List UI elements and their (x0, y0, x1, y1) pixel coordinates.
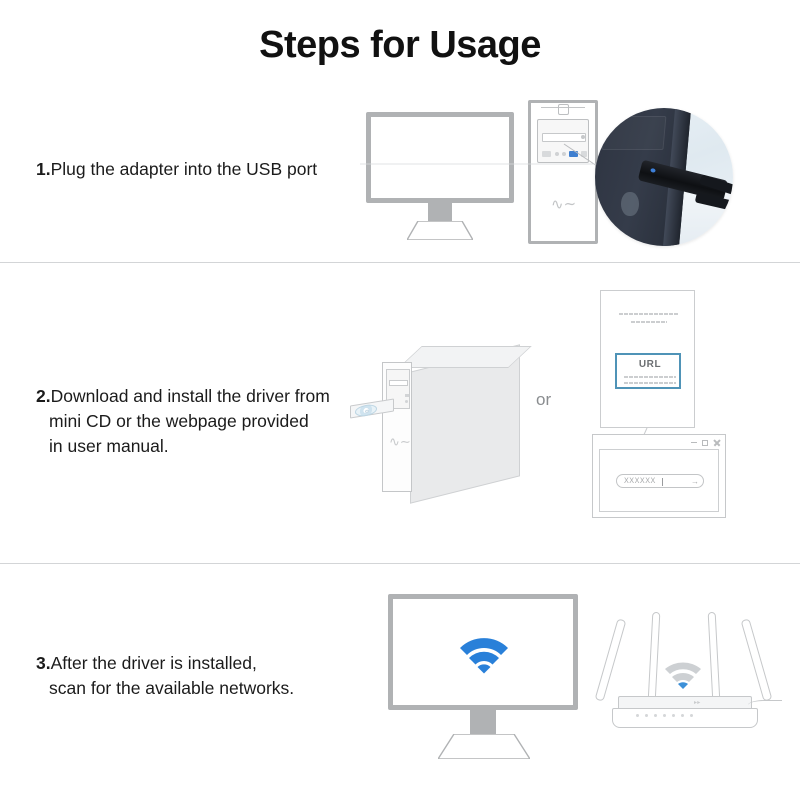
tower-3d-drive-bay (386, 369, 410, 409)
usb-port-highlighted (569, 151, 578, 157)
step-3-line-2: scan for the available networks. (49, 678, 295, 698)
router-cable (748, 700, 782, 710)
tower-3d-button-2 (405, 400, 408, 403)
front-port-audio (542, 151, 551, 157)
section-divider-1 (0, 262, 800, 263)
cd-drive-slot (542, 133, 586, 142)
router-led (663, 714, 666, 717)
router-led-indicators (636, 714, 693, 717)
manual-text-line-1 (619, 313, 679, 315)
monitor-neck (428, 203, 452, 221)
go-arrow-icon[interactable]: → (691, 477, 699, 486)
step-1-text: 1.Plug the adapter into the USB port (36, 157, 317, 182)
tower-top-icon (558, 104, 569, 115)
router-antenna-3 (707, 611, 721, 703)
router-antenna-4 (740, 618, 773, 702)
maximize-icon[interactable] (702, 439, 708, 446)
section-divider-2 (0, 563, 800, 564)
step-2-illustration: ∿∼ or URL (350, 290, 780, 555)
router-led (645, 714, 648, 717)
tower-3d-button-1 (405, 394, 409, 397)
router-antenna-1 (594, 618, 627, 702)
step-2-line-1: Download and install the driver from (50, 386, 330, 406)
usb-closeup-photo (595, 108, 733, 246)
step-2-number: 2. (36, 386, 51, 406)
pc-tower: ∿∼ (528, 100, 598, 244)
text-caret (662, 478, 663, 486)
photo-adapter-led (650, 167, 656, 173)
step-1-line-1: Plug the adapter into the USB port (50, 159, 318, 179)
browser-content-area: XXXXXX → (599, 449, 719, 512)
tower-front-port-row (541, 149, 587, 159)
front-port-jack-1 (555, 152, 559, 156)
router-led (672, 714, 675, 717)
window-controls[interactable] (691, 439, 720, 446)
router-led (690, 714, 693, 717)
router-wifi-signal-icon (665, 662, 701, 689)
step-2-line-2: mini CD or the webpage provided (49, 411, 309, 431)
close-icon[interactable] (713, 439, 720, 446)
manual-text-line-2 (631, 321, 667, 323)
tower-3d-cd-slot (389, 380, 408, 386)
tower-drive-bay (537, 119, 589, 163)
step-3-line-1: After the driver is installed, (50, 653, 257, 673)
step-1-number: 1. (36, 159, 51, 179)
router-led (654, 714, 657, 717)
monitor-neck (470, 710, 496, 734)
cd-eject-button (581, 135, 585, 139)
url-label: URL (638, 359, 662, 370)
monitor-screen (366, 112, 514, 203)
photo-case-panel (601, 116, 667, 150)
front-power-button (581, 151, 587, 157)
front-port-jack-2 (562, 152, 566, 156)
page-title: Steps for Usage (259, 24, 541, 66)
tower-top-bar (541, 107, 585, 115)
router-led (636, 714, 639, 717)
step-2-text: 2.Download and install the driver from m… (36, 384, 330, 459)
router-led (681, 714, 684, 717)
wireless-router: ▸▸ (594, 604, 782, 734)
browser-window[interactable]: XXXXXX → (592, 434, 726, 518)
url-text-line-1 (624, 376, 676, 378)
tower-3d-scribble-mark: ∿∼ (389, 435, 411, 450)
url-highlight-box: URL (615, 353, 681, 389)
monitor-base (407, 221, 473, 240)
or-label: or (536, 390, 552, 409)
step-3-number: 3. (36, 653, 51, 673)
router-antenna-2 (647, 611, 661, 703)
tower-scribble-mark: ∿∼ (550, 194, 577, 214)
tower-3d-front-panel: ∿∼ (382, 362, 412, 492)
url-text-line-2 (624, 382, 676, 384)
address-bar[interactable]: XXXXXX → (616, 474, 704, 488)
router-brand-mark: ▸▸ (694, 700, 701, 706)
step-3-text: 3.After the driver is installed, scan fo… (36, 651, 294, 701)
user-manual-page: URL (600, 290, 695, 428)
photo-case-logo (621, 192, 639, 216)
step-2-line-3: in user manual. (49, 436, 169, 456)
wifi-icon (460, 638, 508, 674)
step-3-illustration: ▸▸ (380, 588, 782, 770)
monitor-base (438, 734, 530, 759)
step-1-illustration: ∿∼ (360, 88, 780, 260)
address-bar-value: XXXXXX (624, 477, 656, 486)
minimize-icon[interactable] (691, 441, 697, 444)
router-body-bottom (612, 708, 758, 728)
